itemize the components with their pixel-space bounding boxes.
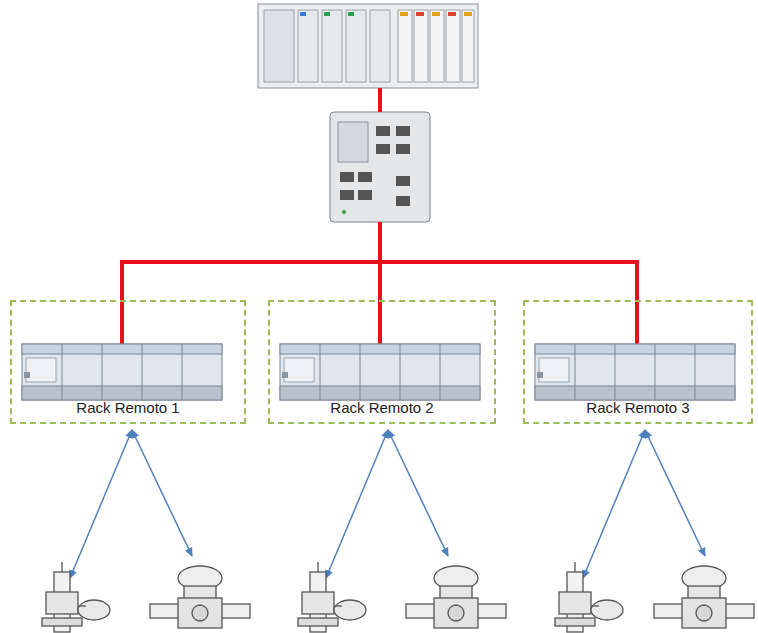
rack-label: Rack Remoto 3	[525, 399, 751, 416]
remote-rack-group: Rack Remoto 3	[523, 300, 753, 424]
rack-label: Rack Remoto 1	[12, 399, 244, 416]
ethernet-cable	[122, 88, 637, 345]
field-instrument	[42, 562, 754, 632]
remote-rack-group: Rack Remoto 2	[268, 300, 496, 424]
field-signal-arrow	[70, 430, 705, 578]
remote-rack-group: Rack Remoto 1	[10, 300, 246, 424]
ethernet-switch	[330, 112, 430, 222]
plc-chassis	[258, 4, 478, 88]
rack-label: Rack Remoto 2	[270, 399, 494, 416]
remote-io-rack	[22, 344, 735, 400]
